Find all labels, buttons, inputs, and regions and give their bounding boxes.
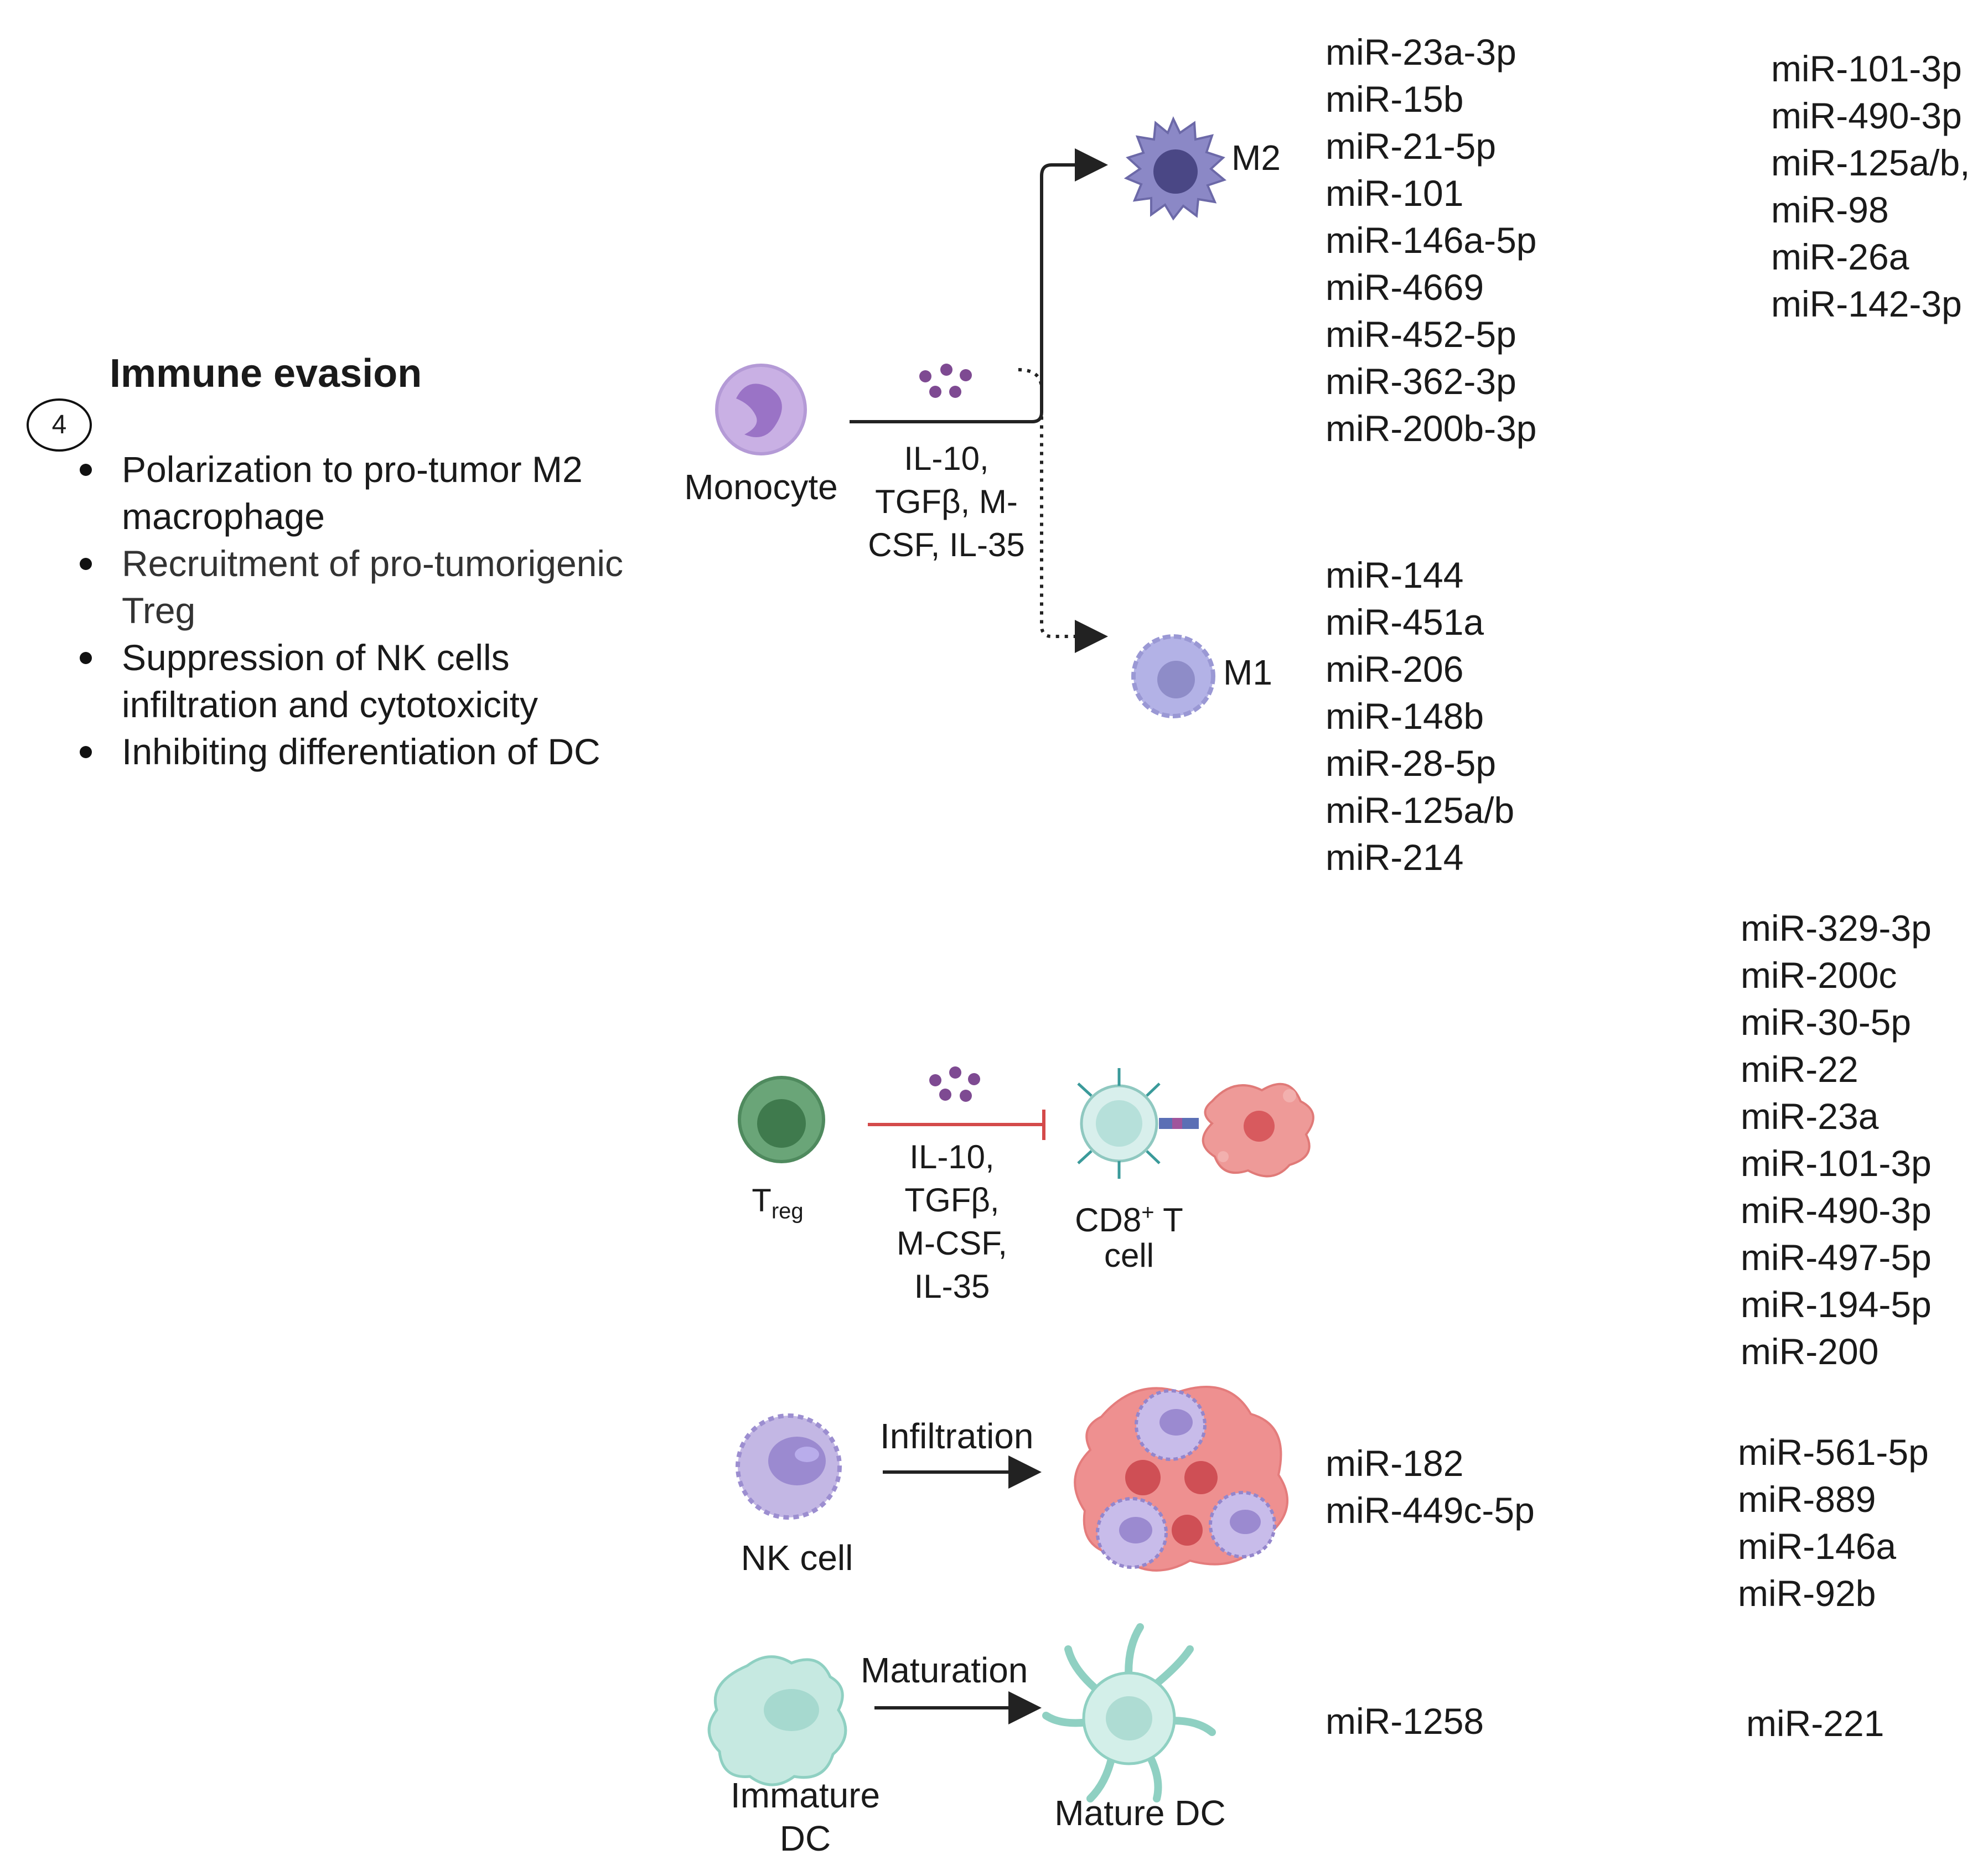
m1-macrophage-icon: [1131, 634, 1215, 718]
nk-cell-icon: [736, 1413, 842, 1520]
treg-label-subscript: reg: [771, 1199, 804, 1224]
mirna-item: miR-362-3p: [1326, 361, 1516, 402]
nk-cell-label: NK cell: [741, 1538, 853, 1578]
cd8-label-rest: T: [1163, 1201, 1183, 1239]
mirna-item: miR-92b: [1738, 1573, 1876, 1614]
dc-mirna-item-secondary: miR-221: [1746, 1703, 1885, 1744]
treg-inhibition-line: [868, 1110, 1045, 1140]
mirna-item: miR-146a-5p: [1326, 220, 1537, 261]
cytokine-line: IL-35: [914, 1268, 990, 1305]
immature-dc-label-line: Immature: [730, 1775, 881, 1815]
nk-mirna-list: miR-182 miR-449c-5p: [1326, 1440, 1535, 1534]
mirna-item: miR-30-5p: [1741, 1002, 1912, 1043]
mirna-item: miR-125a/b,: [1771, 142, 1970, 183]
m1-mirna-list: miR-144 miR-451a miR-206 miR-148b miR-28…: [1326, 552, 1514, 881]
dc-mirna-item: miR-1258: [1326, 1701, 1484, 1742]
mirna-item: miR-4669: [1326, 267, 1484, 308]
mirna-item: miR-214: [1326, 837, 1464, 878]
mature-dc-icon: [1042, 1623, 1216, 1802]
immature-dc-label: Immature DC: [714, 1774, 897, 1860]
mirna-item: miR-206: [1326, 649, 1464, 690]
mirna-item: miR-21-5p: [1326, 126, 1497, 167]
cd8-label-line1: CD8+ T: [1052, 1191, 1207, 1239]
nk-mirna-list-secondary: miR-561-5p miR-889 miR-146a miR-92b: [1738, 1429, 1929, 1617]
mirna-item: miR-125a/b: [1326, 790, 1515, 831]
mirna-item: miR-101-3p: [1771, 48, 1962, 89]
mirna-item: miR-146a: [1738, 1526, 1897, 1567]
mirna-item: miR-490-3p: [1771, 95, 1962, 136]
macrophage-cytokine-list: IL-10, TGFβ, M- CSF, IL-35: [863, 437, 1029, 567]
immature-dc-icon: [707, 1655, 847, 1786]
mirna-item: miR-194-5p: [1741, 1284, 1932, 1325]
cytokine-line: CSF, IL-35: [868, 526, 1025, 563]
maturation-label: Maturation: [861, 1650, 1028, 1690]
treg-vesicle-cluster-icon: [929, 1066, 980, 1102]
cytokine-line: IL-10,: [909, 1138, 995, 1175]
nk-infiltrated-tumor-icon: [1074, 1386, 1288, 1572]
mirna-item: miR-142-3p: [1771, 283, 1962, 324]
mirna-item: miR-490-3p: [1741, 1190, 1932, 1231]
mirna-item: miR-101: [1326, 173, 1464, 214]
treg-label-main: T: [752, 1183, 772, 1219]
bullet-item: Inhibiting differentiation of DC: [72, 728, 670, 775]
cytokine-line: M-CSF,: [897, 1225, 1007, 1262]
cd8-label-superscript: +: [1141, 1200, 1155, 1225]
m2-label: M2: [1231, 138, 1281, 178]
mirna-item: miR-22: [1741, 1049, 1858, 1090]
mirna-item: miR-449c-5p: [1326, 1490, 1535, 1531]
mirna-item: miR-182: [1326, 1443, 1464, 1484]
section-title: Immune evasion: [110, 351, 422, 396]
mirna-item: miR-200b-3p: [1326, 408, 1537, 449]
mirna-item: miR-497-5p: [1741, 1237, 1932, 1278]
cd8-label-text: CD8: [1075, 1201, 1142, 1239]
tumor-cell-icon: [1202, 1082, 1314, 1178]
m2-mirna-list: miR-23a-3p miR-15b miR-21-5p miR-101 miR…: [1326, 29, 1537, 452]
mirna-item: miR-15b: [1326, 79, 1464, 120]
mirna-item: miR-451a: [1326, 602, 1484, 643]
cytokine-line: TGFβ, M-: [875, 483, 1018, 520]
bullet-item: Suppression of NK cells infiltration and…: [72, 634, 670, 728]
monocyte-cell-icon: [715, 364, 807, 455]
mirna-item: miR-200: [1741, 1331, 1879, 1372]
infiltration-label: Infiltration: [880, 1416, 1034, 1456]
cd8-t-cell-icon: [1077, 1068, 1199, 1179]
mechanism-bullet-list: Polarization to pro-tumor M2 macrophage …: [72, 446, 670, 775]
bullet-item: Recruitment of pro-tumorigenic Treg: [72, 540, 670, 634]
mirna-item: miR-26a: [1771, 236, 1909, 277]
cytokine-line: IL-10,: [904, 440, 989, 477]
mirna-item: miR-452-5p: [1326, 314, 1516, 355]
bullet-item: Polarization to pro-tumor M2 macrophage: [72, 446, 670, 540]
treg-mirna-list: miR-329-3p miR-200c miR-30-5p miR-22 miR…: [1741, 905, 1932, 1375]
mature-dc-label: Mature DC: [1054, 1793, 1226, 1833]
vesicle-cluster-icon: [919, 364, 972, 398]
treg-cell-icon: [738, 1076, 825, 1163]
m1-label: M1: [1223, 652, 1272, 692]
mirna-item: miR-23a: [1741, 1096, 1879, 1137]
m2-polarization-arrow: [850, 148, 1108, 423]
cytokine-line: TGFβ,: [904, 1182, 1000, 1219]
mirna-item: miR-23a-3p: [1326, 32, 1516, 72]
monocyte-label: Monocyte: [684, 467, 838, 507]
mirna-item: miR-329-3p: [1741, 908, 1932, 949]
mirna-item: miR-101-3p: [1741, 1143, 1932, 1184]
treg-cytokine-list: IL-10, TGFβ, M-CSF, IL-35: [874, 1136, 1029, 1308]
mirna-item: miR-98: [1771, 189, 1889, 230]
mirna-item: miR-561-5p: [1738, 1432, 1929, 1473]
cd8-label-line2: cell: [1104, 1237, 1155, 1274]
mirna-item: miR-889: [1738, 1479, 1876, 1520]
mirna-item: miR-28-5p: [1326, 743, 1497, 784]
m2-macrophage-icon: [1124, 116, 1227, 221]
mirna-item: miR-144: [1326, 555, 1464, 595]
mirna-item: miR-148b: [1326, 696, 1484, 737]
m1-polarization-arrow: [1018, 368, 1108, 653]
step-number-badge: 4: [27, 398, 92, 452]
m2-mirna-list-secondary: miR-101-3p miR-490-3p miR-125a/b, miR-98…: [1771, 45, 1970, 328]
treg-label: Treg: [736, 1179, 819, 1234]
mirna-item: miR-200c: [1741, 955, 1897, 996]
immature-dc-label-line: DC: [779, 1819, 831, 1858]
cd8-t-cell-label: CD8+ T cell: [1052, 1191, 1207, 1277]
